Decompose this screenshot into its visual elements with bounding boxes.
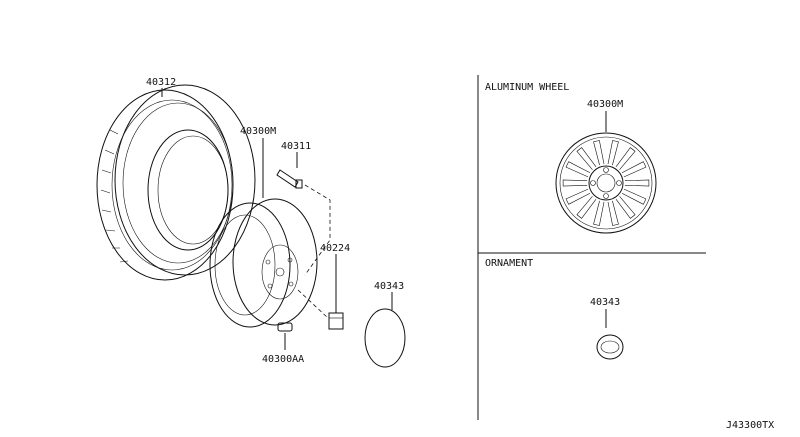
balance-weight-drawing[interactable] — [277, 322, 293, 332]
diagram-code: J43300TX — [726, 420, 774, 431]
steel-wheel-part-label[interactable]: 40300M — [240, 126, 276, 137]
wheel-spoke — [562, 179, 588, 187]
aluminum-wheel-title: ALUMINUM WHEEL — [485, 82, 569, 93]
ornament-section-drawing[interactable] — [596, 334, 624, 360]
wheel-spoke — [607, 200, 619, 226]
aluminum-wheel-part-label[interactable]: 40300M — [587, 99, 623, 110]
ornament-section-title: ORNAMENT — [485, 258, 533, 269]
wheel-spoke — [593, 140, 605, 166]
balance-weight-part-label[interactable]: 40300AA — [262, 354, 304, 365]
tire-part-label[interactable]: 40312 — [146, 77, 176, 88]
nut-part-label[interactable]: 40224 — [320, 243, 350, 254]
wheel-spoke — [621, 188, 647, 205]
wheel-spoke — [565, 161, 591, 178]
ornament-section-part-label[interactable]: 40343 — [590, 297, 620, 308]
wheel-spoke — [624, 179, 650, 187]
ornament-part-label[interactable]: 40343 — [374, 281, 404, 292]
wheel-spoke — [576, 147, 597, 170]
wheel-spoke — [621, 161, 647, 178]
wheel-spoke — [565, 188, 591, 205]
wheel-spoke — [576, 196, 597, 219]
nut-dash — [297, 289, 329, 319]
valve-drawing[interactable] — [276, 169, 303, 189]
wheel-spoke — [615, 196, 636, 219]
ornament-drawing[interactable] — [364, 308, 406, 368]
aluminum-wheel-drawing[interactable] — [555, 132, 657, 234]
valve-dash — [304, 184, 331, 276]
wheel-spoke — [615, 147, 636, 170]
tire-drawing[interactable] — [96, 84, 256, 281]
wheel-spoke — [607, 140, 619, 166]
wheel-spoke — [593, 200, 605, 226]
nut-drawing[interactable] — [328, 312, 344, 330]
valve-part-label[interactable]: 40311 — [281, 141, 311, 152]
steel-wheel-drawing[interactable] — [209, 198, 318, 328]
